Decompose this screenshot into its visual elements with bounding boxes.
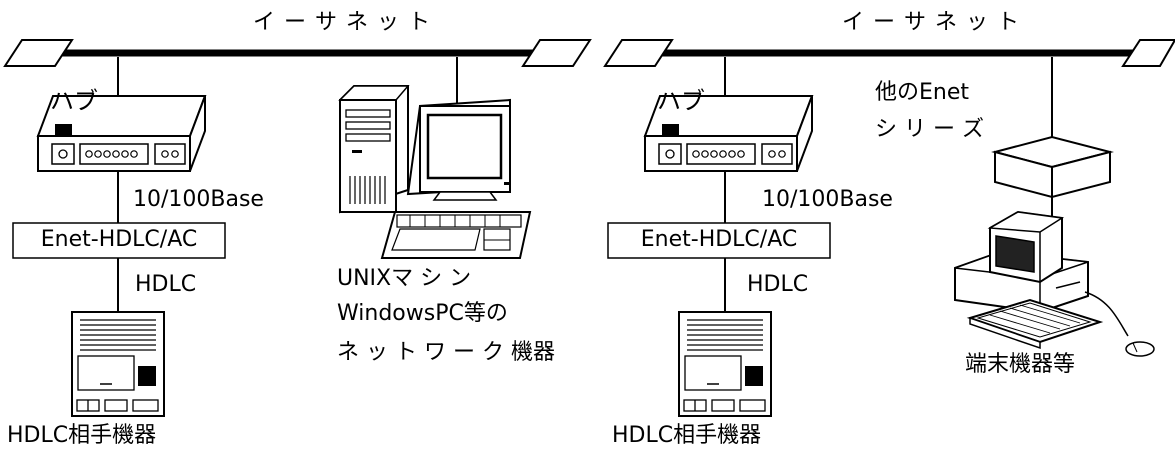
unix-label-line3: ネ ッ ト ワ ー ク 機器: [337, 340, 555, 365]
right-ethernet-label: イ ー サ ネ ッ ト: [842, 10, 1020, 35]
right-hdlc-device: [678, 311, 772, 417]
unix-label-line1: UNIXマ シ ン: [337, 266, 472, 291]
other-enet-label-line1: 他のEnet: [875, 80, 970, 105]
right-base-label: 10/100Base: [762, 187, 893, 212]
right-hub: [643, 95, 814, 172]
terminal-computer: [954, 210, 1155, 357]
right-converter-label: Enet-HDLC/AC: [640, 227, 798, 252]
other-enet-series-device: [991, 135, 1114, 199]
right-bus-end-left: [603, 39, 674, 67]
left-bus-end-left: [3, 39, 74, 67]
left-network: [3, 39, 592, 417]
left-hub-indicator: [55, 124, 72, 135]
right-hub-label: ハブ: [657, 87, 705, 115]
left-hub: [36, 95, 207, 172]
right-bus-end-right: [1121, 39, 1175, 67]
right-network: [603, 39, 1175, 417]
left-converter-label: Enet-HDLC/AC: [40, 227, 198, 252]
left-hdlc-label: HDLC: [135, 272, 197, 297]
left-bus-end-right: [521, 39, 592, 67]
left-ethernet-label: イ ー サ ネ ッ ト: [253, 10, 431, 35]
left-hub-label: ハブ: [50, 87, 98, 115]
left-hub-port-c: [154, 143, 186, 165]
right-hdlc-label: HDLC: [747, 272, 809, 297]
left-converter-box: [12, 222, 226, 259]
left-device-label: HDLC相手機器: [7, 423, 157, 448]
unix-label-line2: WindowsPC等の: [337, 301, 508, 326]
terminal-label: 端末機器等: [965, 352, 1076, 377]
left-base-label: 10/100Base: [133, 187, 264, 212]
left-unix-machine: [338, 85, 532, 259]
left-hdlc-device: [71, 311, 165, 417]
left-hub-port-a: [51, 143, 75, 165]
right-device-label: HDLC相手機器: [612, 423, 762, 448]
right-converter-box: [607, 222, 831, 259]
other-enet-label-line2: シ リ ー ズ: [875, 117, 984, 142]
left-hub-port-b: [79, 143, 149, 165]
